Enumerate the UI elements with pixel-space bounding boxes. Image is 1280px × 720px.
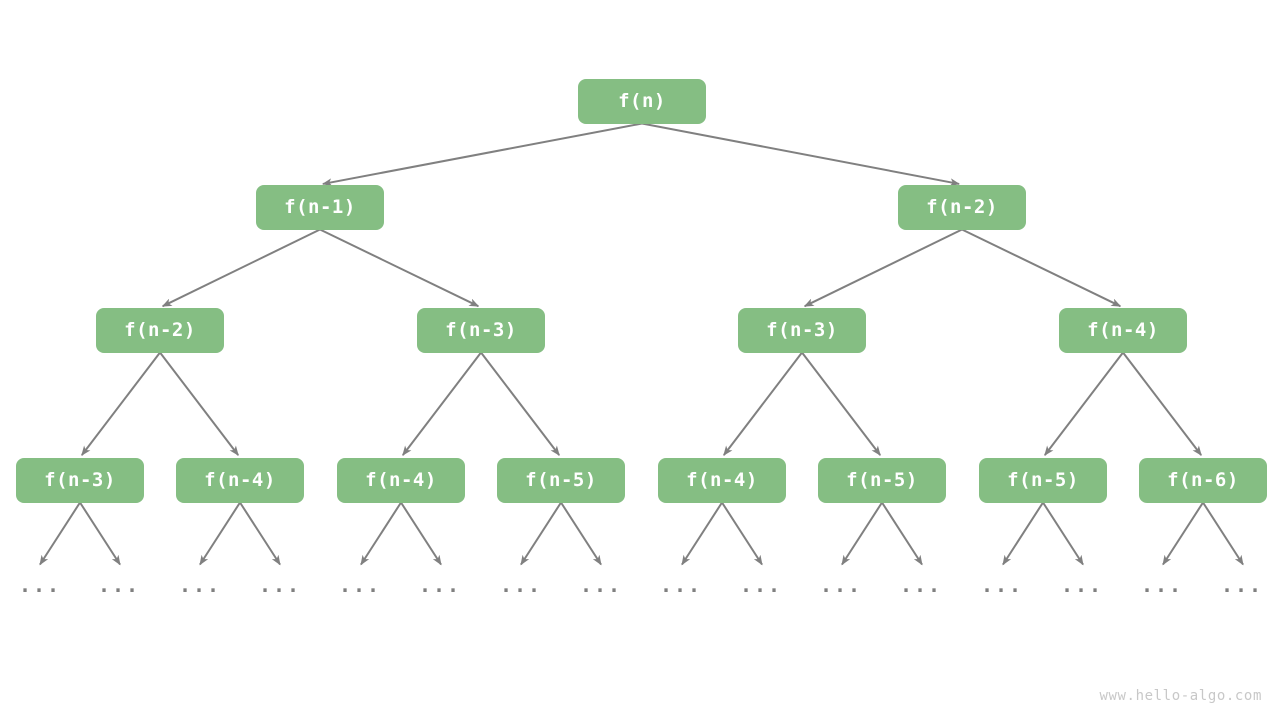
tree-stub-edge-9 — [721, 501, 763, 566]
tree-stub-edge-15 — [1202, 501, 1244, 566]
tree-stub-edge-12 — [1002, 501, 1044, 566]
ellipsis-marker: ... — [1220, 573, 1264, 597]
tree-edge-n3-n7 — [81, 351, 161, 456]
tree-node-n13: f(n-5) — [979, 457, 1107, 503]
tree-stub-edges — [39, 501, 1244, 566]
tree-stub-edge-8 — [681, 501, 723, 566]
tree-edge-n0-n2 — [641, 122, 961, 187]
ellipsis-marker: ... — [258, 573, 302, 597]
tree-stub-edge-7 — [560, 501, 602, 566]
ellipsis-marker: ... — [819, 573, 863, 597]
tree-node-n3: f(n-2) — [96, 307, 224, 353]
tree-node-n2: f(n-2) — [898, 184, 1026, 230]
tree-edge-n6-n13 — [1044, 351, 1124, 456]
tree-node-n0: f(n) — [578, 78, 706, 124]
tree-node-n11: f(n-4) — [658, 457, 786, 503]
tree-edge-n4-n9 — [402, 351, 482, 456]
tree-node-n10: f(n-5) — [497, 457, 625, 503]
tree-stub-edge-10 — [841, 501, 883, 566]
tree-stub-edge-2 — [199, 501, 241, 566]
ellipsis-marker: ... — [980, 573, 1024, 597]
ellipsis-marker: ... — [739, 573, 783, 597]
tree-stub-edge-4 — [360, 501, 402, 566]
ellipsis-marker: ... — [499, 573, 543, 597]
tree-edge-n5-n11 — [723, 351, 803, 456]
tree-edges — [81, 122, 1202, 456]
tree-node-n14: f(n-6) — [1139, 457, 1267, 503]
tree-node-n5: f(n-3) — [738, 307, 866, 353]
tree-stub-edge-5 — [400, 501, 442, 566]
tree-stub-edge-11 — [881, 501, 923, 566]
ellipsis-marker: ... — [338, 573, 382, 597]
tree-node-n1: f(n-1) — [256, 184, 384, 230]
watermark: www.hello-algo.com — [1099, 688, 1262, 704]
tree-edge-n1-n4 — [319, 228, 480, 308]
ellipsis-marker: ... — [418, 573, 462, 597]
tree-stub-edge-1 — [79, 501, 121, 566]
tree-edge-n6-n14 — [1122, 351, 1202, 456]
tree-stub-edge-14 — [1162, 501, 1204, 566]
ellipsis-marker: ... — [579, 573, 623, 597]
ellipsis-marker: ... — [18, 573, 62, 597]
tree-node-n12: f(n-5) — [818, 457, 946, 503]
tree-node-n6: f(n-4) — [1059, 307, 1187, 353]
tree-edge-n5-n12 — [801, 351, 881, 456]
ellipsis-marker: ... — [178, 573, 222, 597]
tree-edge-n1-n3 — [161, 228, 321, 308]
tree-edge-n3-n8 — [159, 351, 239, 456]
tree-node-n4: f(n-3) — [417, 307, 545, 353]
tree-edge-n2-n6 — [961, 228, 1122, 308]
ellipsis-marker: ... — [1140, 573, 1184, 597]
tree-edge-n0-n1 — [321, 122, 643, 187]
tree-edge-n2-n5 — [803, 228, 963, 308]
tree-stub-edge-3 — [239, 501, 281, 566]
tree-stub-edge-0 — [39, 501, 81, 566]
tree-stub-edge-13 — [1042, 501, 1084, 566]
ellipsis-marker: ... — [97, 573, 141, 597]
tree-node-n7: f(n-3) — [16, 457, 144, 503]
tree-node-n9: f(n-4) — [337, 457, 465, 503]
ellipsis-marker: ... — [1060, 573, 1104, 597]
ellipsis-marker: ... — [899, 573, 943, 597]
ellipsis-marker: ... — [659, 573, 703, 597]
tree-stub-edge-6 — [520, 501, 562, 566]
tree-edge-n4-n10 — [480, 351, 560, 456]
tree-node-n8: f(n-4) — [176, 457, 304, 503]
